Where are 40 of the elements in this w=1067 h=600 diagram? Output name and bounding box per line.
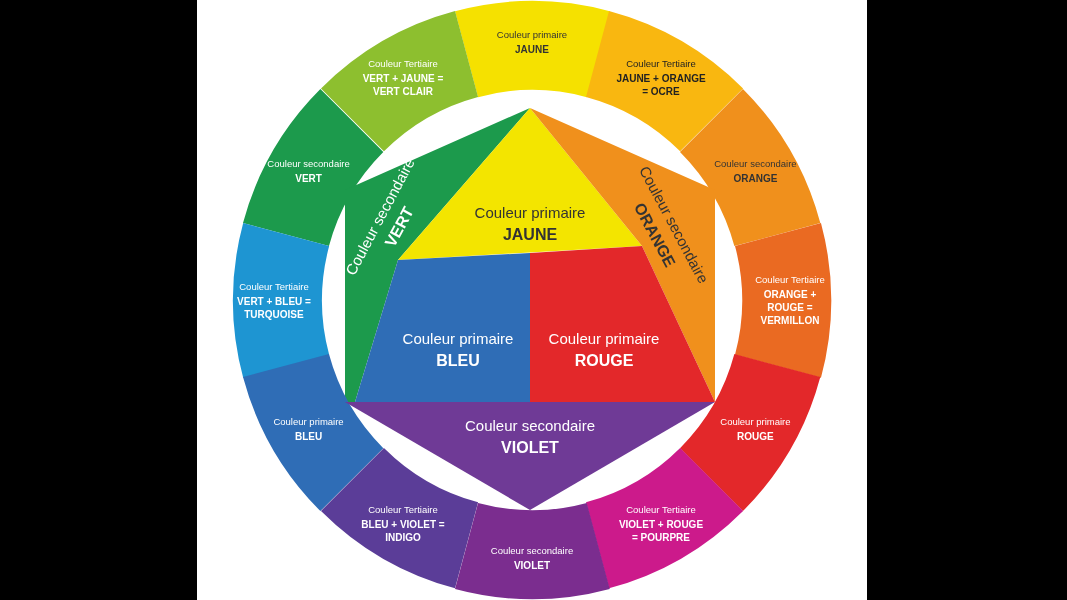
color-segment bbox=[454, 502, 610, 599]
category-label: Couleur secondaire bbox=[713, 157, 798, 170]
category-label: Couleur primaire bbox=[495, 28, 569, 41]
color-name: BLEU bbox=[435, 351, 481, 371]
category-label: Couleur primaire bbox=[272, 415, 345, 428]
color-name: ROUGE bbox=[573, 351, 635, 371]
category-label: Couleur secondaire bbox=[489, 544, 575, 557]
color-name: ORANGE bbox=[732, 172, 779, 185]
category-label: Couleur primaire bbox=[719, 415, 792, 428]
color-segment bbox=[320, 448, 478, 589]
color-segment bbox=[586, 11, 744, 152]
color-name: JAUNE bbox=[514, 43, 550, 56]
color-name: BLEU bbox=[293, 430, 324, 443]
category-label: Couleur Tertiaire bbox=[238, 279, 310, 293]
category-label: Couleur secondaire bbox=[266, 157, 351, 170]
category-label: Couleur Tertiaire bbox=[367, 56, 439, 70]
color-name: ROUGE bbox=[736, 430, 775, 443]
category-label: Couleur Tertiaire bbox=[367, 502, 439, 516]
category-label: Couleur Tertiaire bbox=[754, 273, 826, 286]
color-segment bbox=[233, 222, 330, 378]
color-segment bbox=[454, 1, 610, 98]
category-label: Couleur primaire bbox=[401, 329, 515, 349]
color-segment bbox=[586, 448, 744, 589]
color-name: VIOLET bbox=[500, 438, 560, 458]
color-name: VERT bbox=[294, 172, 323, 185]
color-name: JAUNE + ORANGE = OCRE bbox=[616, 71, 706, 98]
color-name: BLEU + VIOLET = INDIGO bbox=[360, 517, 446, 544]
color-segment bbox=[320, 11, 478, 152]
color-name: VERT + BLEU = TURQUOISE bbox=[236, 294, 312, 321]
category-label: Couleur primaire bbox=[547, 329, 661, 349]
color-name: VIOLET + ROUGE = POURPRE bbox=[617, 517, 705, 544]
color-segment bbox=[734, 222, 831, 378]
color-name: ORANGE + ROUGE = VERMILLON bbox=[759, 288, 821, 327]
color-name: VERT + JAUNE = VERT CLAIR bbox=[361, 71, 445, 98]
category-label: Couleur primaire bbox=[473, 203, 587, 223]
category-label: Couleur Tertiaire bbox=[625, 502, 697, 516]
color-name: JAUNE bbox=[501, 225, 559, 245]
category-label: Couleur Tertiaire bbox=[625, 56, 697, 70]
category-label: Couleur secondaire bbox=[463, 416, 597, 436]
color-name: VIOLET bbox=[512, 559, 552, 572]
